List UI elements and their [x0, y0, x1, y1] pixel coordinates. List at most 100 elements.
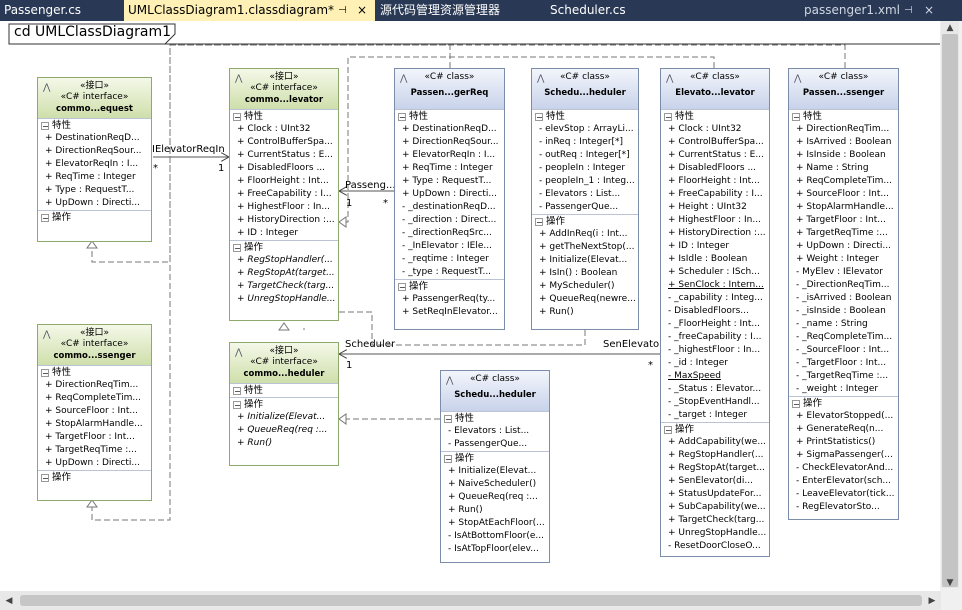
member-item[interactable]: + ControlBufferSpa...	[668, 137, 764, 147]
member-item[interactable]: - PassengerQue...	[539, 202, 619, 212]
member-item[interactable]: + QueueReq(req :...	[448, 492, 538, 502]
member-item[interactable]: + PassengerReq(ty...	[402, 294, 496, 304]
section-header[interactable]: −特性	[532, 109, 638, 123]
member-item[interactable]: + TargetFloor : Int...	[796, 215, 886, 225]
member-item[interactable]: + DirectionReqSour...	[402, 137, 499, 147]
member-item[interactable]: - _highestFloor : In...	[668, 345, 761, 355]
tab-passenger1-xml[interactable]: passenger1.xml ⊣ ×	[800, 0, 962, 21]
section-header[interactable]: −操作	[230, 240, 338, 254]
box-header[interactable]: ⋀«接口»«C# interface»commo...heduler	[230, 343, 338, 383]
collapse-toggle-icon[interactable]: −	[398, 112, 406, 122]
member-item[interactable]: + ReqTime : Integer	[45, 172, 136, 182]
member-item[interactable]: - _directionReqSrc...	[402, 228, 492, 238]
section-header[interactable]: −操作	[395, 279, 504, 293]
collapse-toggle-icon[interactable]: −	[444, 414, 452, 424]
collapse-toggle-icon[interactable]: −	[41, 473, 49, 483]
member-item[interactable]: + IsIdle : Boolean	[668, 254, 748, 264]
member-item[interactable]: + ReqCompleteTim...	[45, 393, 141, 403]
member-item[interactable]: + UpDown : Directi...	[402, 189, 497, 199]
member-item[interactable]: - peopleIn_1 : Integ...	[539, 176, 635, 186]
section-header[interactable]: −特性	[38, 365, 151, 379]
member-item[interactable]: + Clock : UInt32	[237, 124, 311, 134]
box-header[interactable]: ⋀«C# class»Elevato...levator	[661, 69, 769, 109]
assoc-label-ielevatorreqin[interactable]: IElevatorReqIn	[152, 144, 225, 155]
collapse-toggle-icon[interactable]: −	[444, 454, 452, 464]
member-item[interactable]: + RegStopAt(target...	[668, 463, 765, 473]
box-header[interactable]: ⋀«接口»«C# interface»commo...equest	[38, 78, 151, 118]
member-item[interactable]: - _target : Integer	[668, 410, 748, 420]
interface-common-passenger[interactable]: ⋀«接口»«C# interface»commo...ssenger−特性+ D…	[37, 324, 152, 501]
close-icon[interactable]: ×	[924, 3, 935, 17]
collapse-chevron-icon[interactable]: ⋀	[43, 330, 51, 340]
scroll-up-icon[interactable]: ▲	[946, 23, 954, 33]
member-item[interactable]: + GenerateReq(n...	[796, 424, 884, 434]
member-item[interactable]: + DirectionReqTim...	[45, 380, 139, 390]
box-header[interactable]: ⋀«C# class»Schedu...heduler	[441, 371, 549, 411]
member-item[interactable]: + getTheNextStop(...	[539, 242, 635, 252]
member-item[interactable]: + UpDown : Directi...	[796, 241, 891, 251]
member-item[interactable]: - LeaveElevator(tick...	[796, 489, 895, 499]
collapse-toggle-icon[interactable]: −	[233, 400, 241, 410]
box-header[interactable]: ⋀«接口»«C# interface»commo...ssenger	[38, 325, 151, 365]
member-item[interactable]: - peopleIn : Integer	[539, 163, 626, 173]
tab-scheduler-cs[interactable]: Scheduler.cs	[550, 3, 626, 17]
member-item[interactable]: + SubCapability(we...	[668, 502, 766, 512]
member-item[interactable]: + ReqTime : Integer	[402, 163, 493, 173]
member-item[interactable]: - _ReqCompleteTim...	[796, 332, 893, 342]
member-item[interactable]: + Initialize(Elevat...	[539, 255, 628, 265]
section-header[interactable]: −特性	[395, 109, 504, 123]
member-item[interactable]: - _SourceFloor : Int...	[796, 345, 890, 355]
box-header[interactable]: ⋀«接口»«C# interface»commo...levator	[230, 69, 338, 109]
collapse-toggle-icon[interactable]: −	[535, 112, 543, 122]
member-item[interactable]: + Weight : Integer	[796, 254, 879, 264]
member-item[interactable]: + Type : RequestT...	[45, 185, 135, 195]
member-item[interactable]: - _name : String	[796, 319, 868, 329]
member-item[interactable]: + UpDown : Directi...	[45, 198, 140, 208]
member-item[interactable]: + ControlBufferSpa...	[237, 137, 333, 147]
member-item[interactable]: + FreeCapability : I...	[668, 189, 763, 199]
member-item[interactable]: + SigmaPassenger(...	[796, 450, 893, 460]
collapse-chevron-icon[interactable]: ⋀	[400, 74, 408, 84]
member-item[interactable]: + PrintStatistics()	[796, 437, 876, 447]
section-header[interactable]: −操作	[441, 451, 549, 465]
member-item[interactable]: + HistoryDirection :...	[237, 215, 335, 225]
member-item[interactable]: + SetReqInElevator...	[402, 307, 498, 317]
member-item[interactable]: + TargetCheck(targ...	[237, 281, 335, 291]
collapse-chevron-icon[interactable]: ⋀	[794, 74, 802, 84]
member-item[interactable]: + UpDown : Directi...	[45, 458, 140, 468]
section-header[interactable]: −操作	[230, 397, 338, 411]
member-item[interactable]: + TargetFloor : Int...	[45, 432, 135, 442]
collapse-toggle-icon[interactable]: −	[41, 368, 49, 378]
member-item[interactable]: + Name : String	[796, 163, 869, 173]
member-item[interactable]: + IsArrived : Boolean	[796, 137, 892, 147]
collapse-chevron-icon[interactable]: ⋀	[235, 74, 243, 84]
interface-common-request[interactable]: ⋀«接口»«C# interface»commo...equest−特性+ De…	[37, 77, 152, 242]
scroll-left-icon[interactable]: ◀	[5, 596, 13, 606]
section-header[interactable]: −操作	[532, 214, 638, 228]
member-item[interactable]: + QueueReq(newre...	[539, 294, 636, 304]
member-item[interactable]: - _TargetReqTime :...	[796, 371, 889, 381]
member-item[interactable]: + Run()	[539, 307, 574, 317]
member-item[interactable]: + DisabledFloors ...	[237, 163, 326, 173]
member-item[interactable]: + DirectionReqTim...	[796, 124, 890, 134]
assoc-label-scheduler[interactable]: Scheduler	[345, 339, 396, 350]
member-item[interactable]: + Type : RequestT...	[402, 176, 492, 186]
collapse-toggle-icon[interactable]: −	[41, 213, 49, 223]
member-item[interactable]: + DestinationReqD...	[402, 124, 497, 134]
member-item[interactable]: - CheckElevatorAnd...	[796, 463, 894, 473]
section-header[interactable]: −操作	[38, 470, 151, 484]
member-item[interactable]: + ID : Integer	[237, 228, 299, 238]
tab-source-control-explorer[interactable]: 源代码管理资源管理器	[380, 3, 501, 17]
box-header[interactable]: ⋀«C# class»Passen...gerReq	[395, 69, 504, 109]
collapse-chevron-icon[interactable]: ⋀	[666, 74, 674, 84]
member-item[interactable]: + IsInside : Boolean	[796, 150, 886, 160]
member-item[interactable]: - MaxSpeed	[668, 371, 721, 381]
member-item[interactable]: + ElevatorReqIn : I...	[402, 150, 496, 160]
member-item[interactable]: + FloorHeight : Int...	[668, 176, 760, 186]
member-item[interactable]: + Scheduler : ISch...	[668, 267, 760, 277]
member-item[interactable]: - _capability : Integ...	[668, 293, 763, 303]
member-item[interactable]: + Height : UInt32	[668, 202, 747, 212]
collapse-toggle-icon[interactable]: −	[233, 386, 241, 396]
member-item[interactable]: - MyElev : IElevator	[796, 267, 883, 277]
member-item[interactable]: - DisabledFloors...	[668, 306, 749, 316]
